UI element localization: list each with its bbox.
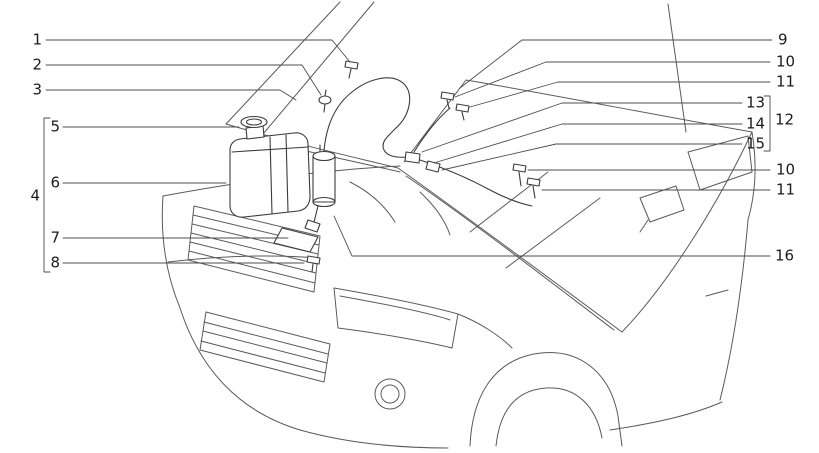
callout-label-4: 4 xyxy=(30,186,40,205)
callout-label-7: 7 xyxy=(50,228,60,247)
washer-system xyxy=(229,60,541,273)
leader-16 xyxy=(333,215,771,257)
roof-edge-line xyxy=(667,3,687,133)
callout-label-11b: 11 xyxy=(776,180,796,199)
sill-line xyxy=(609,401,723,431)
leader-14 xyxy=(433,123,743,164)
callout-label-15: 15 xyxy=(746,134,766,153)
a-pillar-right xyxy=(621,131,753,333)
door-handle xyxy=(705,289,729,297)
pump-elbow xyxy=(304,219,321,233)
side-window xyxy=(687,135,753,191)
callout-label-16: 16 xyxy=(775,246,795,265)
callout-label-1: 1 xyxy=(32,30,42,49)
callout-label-11a: 11 xyxy=(776,72,796,91)
windshield-base-inner xyxy=(405,175,615,331)
leader-1 xyxy=(45,39,351,63)
callout-label-8: 8 xyxy=(50,253,60,272)
hose-connectors xyxy=(404,151,441,173)
pump-bracket-plate xyxy=(273,227,319,253)
hood-open-edge xyxy=(225,1,341,125)
windshield-base xyxy=(397,167,623,333)
callout-label-3: 3 xyxy=(32,80,42,99)
bracket-4 xyxy=(43,117,51,273)
reservoir-filler-cap xyxy=(240,115,268,140)
washer-nozzle-2 xyxy=(318,89,332,113)
a-pillar-left xyxy=(403,79,467,163)
leader-9 xyxy=(459,39,773,89)
washer-nozzle-right-a xyxy=(440,91,455,109)
leader-11a xyxy=(469,81,771,108)
car-body-outline xyxy=(161,1,756,449)
bracket-12 xyxy=(763,95,771,152)
lower-grille xyxy=(199,311,331,383)
front-wheel xyxy=(469,352,623,447)
headlight xyxy=(333,287,459,349)
callout-label-13: 13 xyxy=(746,93,766,112)
washer-pump xyxy=(304,144,336,233)
washer-reservoir xyxy=(229,132,311,218)
door-line xyxy=(719,219,749,401)
callout-label-14: 14 xyxy=(746,114,766,133)
washer-nozzle-right-b xyxy=(455,103,470,121)
leader-2 xyxy=(45,64,322,96)
callout-label-5: 5 xyxy=(50,117,60,136)
washer-nozzle-cowl-a xyxy=(512,163,527,187)
washer-hoses xyxy=(323,77,533,207)
leader-13 xyxy=(421,102,743,153)
callout-label-10a: 10 xyxy=(776,52,796,71)
callout-leaders xyxy=(43,39,773,273)
washer-nozzle-1 xyxy=(344,60,359,79)
leader-10a xyxy=(454,61,771,98)
hood-open-edge xyxy=(257,1,375,141)
side-mirror xyxy=(639,185,685,233)
leader-3 xyxy=(45,89,297,101)
callout-label-12: 12 xyxy=(775,110,795,129)
callout-label-6: 6 xyxy=(50,173,60,192)
callout-label-10b: 10 xyxy=(776,160,796,179)
fog-light xyxy=(374,378,406,410)
roof-line xyxy=(465,79,753,133)
callout-label-2: 2 xyxy=(32,55,42,74)
pump-grommet xyxy=(306,255,321,273)
leader-15 xyxy=(441,143,743,171)
callout-label-9: 9 xyxy=(778,30,788,49)
washer-nozzle-cowl-b xyxy=(526,177,541,199)
